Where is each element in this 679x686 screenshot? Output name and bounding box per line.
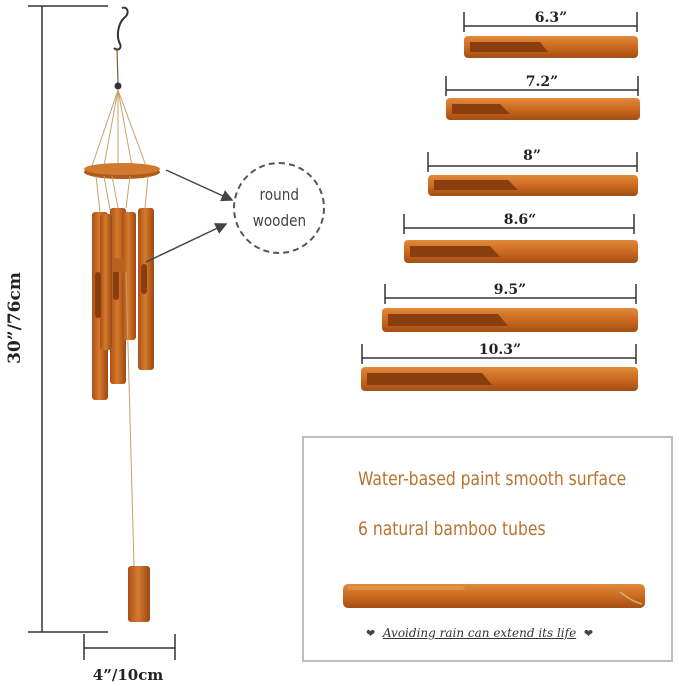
tube-item: 7.2” — [445, 74, 640, 120]
feature-info-box: Water-based paint smooth surface 6 natur… — [302, 436, 673, 662]
tube-item: 9.5” — [382, 282, 638, 332]
callout-line-2: wooden — [252, 211, 306, 230]
height-dimension: 30”/76cm — [5, 5, 108, 633]
tube-length-label: 7.2” — [526, 74, 558, 90]
width-label: 4”/10cm — [93, 666, 164, 684]
height-label: 30”/76cm — [5, 272, 25, 364]
tube-length-label: 6.3” — [535, 10, 567, 26]
tube-length-label: 9.5” — [494, 282, 526, 298]
tube-length-label: 8.6“ — [504, 212, 536, 228]
care-tip: ❤ Avoiding rain can extend its life ❤ — [366, 626, 593, 640]
feature-tubes: 6 natural bamboo tubes — [358, 518, 546, 540]
tube-length-label: 10.3” — [479, 342, 521, 358]
width-dimension: 4”/10cm — [83, 634, 176, 684]
feature-paint: Water-based paint smooth surface — [358, 468, 627, 490]
bamboo-tube — [446, 98, 640, 120]
tube-item: 10.3” — [361, 342, 638, 391]
callout-arrows — [145, 169, 234, 263]
tube-length-label: 8” — [523, 148, 541, 164]
callout-line-1: round — [259, 185, 299, 204]
tube-item: 6.3” — [463, 10, 638, 58]
heart-icon: ❤ — [583, 627, 594, 640]
round-wooden-callout: round wooden — [233, 162, 325, 254]
tube-item: 8.6“ — [403, 212, 638, 263]
bamboo-tube-closeup — [343, 584, 645, 608]
bamboo-tube — [464, 36, 638, 58]
wind-chime-image — [84, 6, 160, 622]
tube-length-list: 6.3” 7.2” 8” 8.6“ — [361, 10, 640, 391]
bamboo-tube — [404, 240, 638, 263]
heart-icon: ❤ — [366, 627, 376, 640]
care-tip-text: Avoiding rain can extend its life — [382, 626, 577, 640]
tube-item: 8” — [427, 148, 638, 196]
